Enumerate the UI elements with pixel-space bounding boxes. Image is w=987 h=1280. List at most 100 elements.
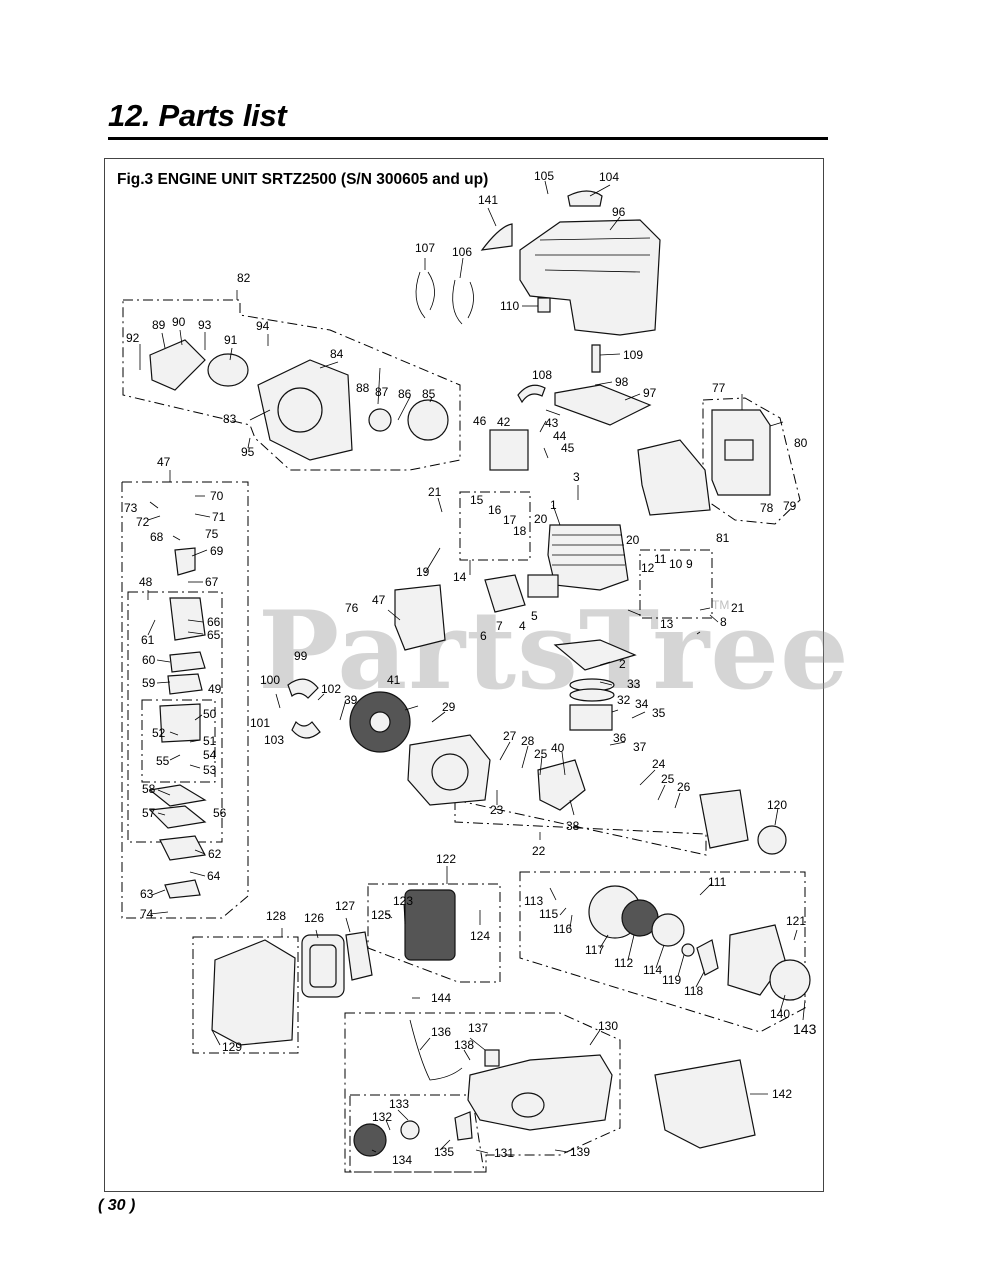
gasket-58	[148, 784, 207, 807]
callout-63: 63	[140, 887, 154, 901]
crankcase-22	[699, 789, 749, 849]
insulator-5	[527, 574, 559, 598]
diaphragm-59	[167, 673, 203, 695]
callout-62: 62	[208, 847, 222, 861]
callout-119: 119	[662, 973, 681, 987]
plate-63	[164, 879, 201, 899]
callout-51: 51	[203, 734, 217, 748]
callout-8: 8	[720, 615, 727, 629]
group-outline-47	[121, 481, 249, 919]
callout-87: 87	[375, 385, 389, 399]
callout-110: 110	[500, 299, 519, 313]
callout-1: 1	[550, 498, 557, 512]
heat-shield-81	[637, 439, 711, 516]
callout-99: 99	[294, 649, 308, 663]
group-outline-48	[127, 591, 223, 843]
guard-142	[654, 1059, 756, 1149]
callout-21a: 21	[428, 485, 442, 499]
callout-74: 74	[140, 907, 154, 921]
callout-69: 69	[210, 544, 224, 558]
callout-86: 86	[398, 387, 412, 401]
callout-129: 129	[222, 1040, 242, 1054]
callout-34: 34	[635, 697, 649, 711]
callout-70: 70	[210, 489, 224, 503]
callout-106: 106	[452, 245, 472, 259]
callout-97: 97	[643, 386, 657, 400]
cover-57	[148, 805, 207, 829]
callout-80: 80	[794, 436, 808, 450]
callout-138: 138	[454, 1038, 474, 1052]
cylinder-1	[547, 524, 629, 591]
callout-57: 57	[142, 806, 156, 820]
lever-69	[174, 547, 196, 576]
callout-131: 131	[494, 1146, 514, 1160]
engine-cover	[519, 219, 661, 336]
callout-121: 121	[786, 914, 806, 928]
callout-24: 24	[652, 757, 666, 771]
callout-111: 111	[708, 875, 727, 889]
callout-90: 90	[172, 315, 186, 329]
callout-11: 11	[654, 552, 667, 566]
callout-136: 136	[431, 1025, 451, 1039]
knob-104	[567, 190, 603, 207]
callout-77: 77	[712, 381, 726, 395]
callout-82: 82	[237, 271, 251, 285]
callout-100: 100	[260, 673, 280, 687]
callout-113: 113	[524, 894, 543, 908]
callout-25b: 25	[661, 772, 675, 786]
group-outline-128	[192, 936, 299, 1054]
callout-133: 133	[389, 1097, 409, 1111]
callout-50: 50	[203, 707, 217, 721]
callout-48: 48	[139, 575, 153, 589]
filter-inner	[309, 944, 337, 988]
callout-139: 139	[570, 1145, 590, 1159]
callout-66: 66	[207, 615, 221, 629]
callout-114: 114	[643, 963, 662, 977]
callout-84: 84	[330, 347, 344, 361]
callout-27: 27	[503, 729, 517, 743]
filter-135	[454, 1111, 473, 1141]
callout-135: 135	[434, 1145, 454, 1159]
callout-112: 112	[614, 956, 633, 970]
callout-10: 10	[669, 557, 683, 571]
callout-64: 64	[207, 869, 221, 883]
callout-130: 130	[598, 1019, 618, 1033]
callout-96: 96	[612, 205, 626, 219]
callout-44: 44	[553, 429, 567, 443]
callout-118: 118	[684, 984, 703, 998]
callout-109: 109	[623, 348, 643, 362]
callout-5: 5	[531, 609, 538, 623]
callout-116: 116	[553, 922, 572, 936]
callout-140: 140	[770, 1007, 790, 1021]
callout-25a: 25	[534, 747, 548, 761]
callout-29: 29	[442, 700, 456, 714]
callout-6: 6	[480, 629, 487, 643]
gasket-2	[553, 639, 637, 671]
spark-plug	[591, 344, 601, 373]
figure-caption: Fig.3 ENGINE UNIT SRTZ2500 (S/N 300605 a…	[117, 171, 489, 188]
callout-98: 98	[615, 375, 629, 389]
callout-37: 37	[633, 740, 647, 754]
group-outline-131	[349, 1094, 485, 1173]
callout-35: 35	[652, 706, 666, 720]
callout-142: 142	[772, 1087, 792, 1101]
callout-3: 3	[573, 470, 580, 484]
callout-134: 134	[392, 1153, 412, 1167]
callout-104: 104	[599, 170, 619, 184]
carb-body-48	[169, 597, 206, 641]
callout-85: 85	[422, 387, 436, 401]
grommet-137	[484, 1049, 500, 1067]
callout-58: 58	[142, 782, 156, 796]
group-outline-49	[141, 699, 216, 783]
callout-72: 72	[136, 515, 150, 529]
watermark-tm: TM	[712, 598, 730, 612]
callout-65: 65	[207, 628, 221, 642]
air-cleaner-base-122	[404, 889, 456, 961]
callout-61: 61	[141, 633, 155, 647]
callout-81: 81	[716, 531, 730, 545]
leader-lines	[139, 180, 806, 1154]
callout-102: 102	[321, 682, 341, 696]
callout-89: 89	[152, 318, 166, 332]
callout-91: 91	[224, 333, 238, 347]
